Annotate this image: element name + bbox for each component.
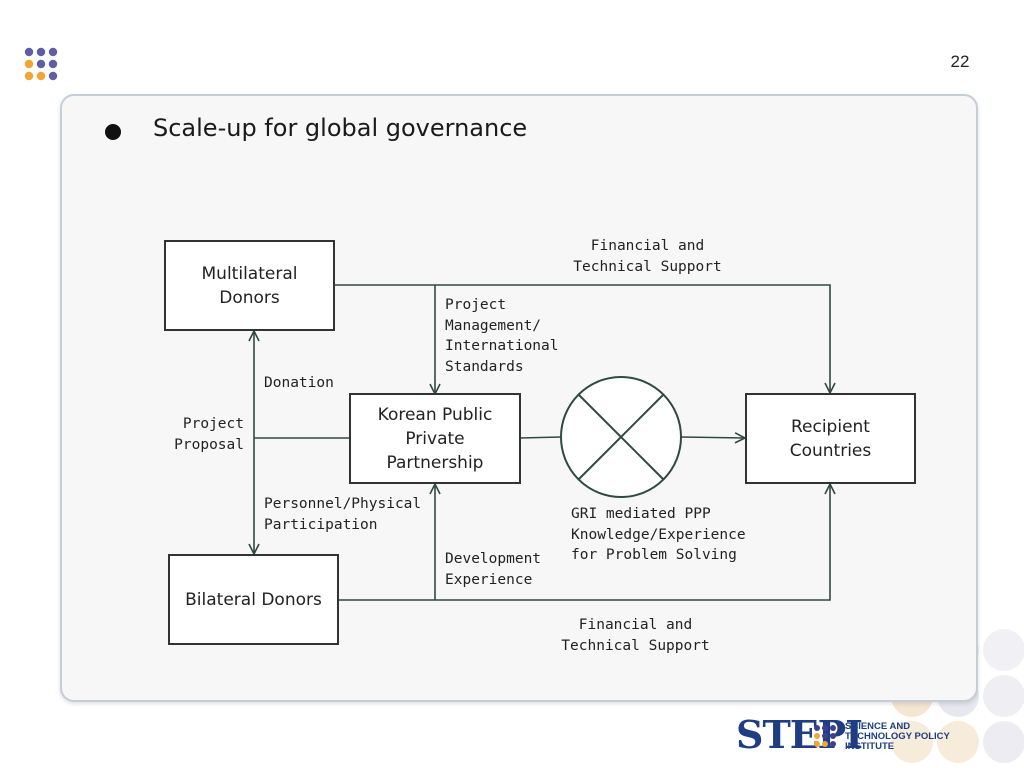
stepi-logo-word: STEPI xyxy=(736,712,863,757)
label-financial-technical-top: Financial and Technical Support xyxy=(573,238,722,275)
label-personnel-physical: Personnel/Physical Participation xyxy=(264,496,422,533)
edge-gri-to-recipient xyxy=(680,437,745,438)
label-financial-technical-bottom: Financial and Technical Support xyxy=(561,617,710,654)
edge-bilateral-to-recipient xyxy=(338,484,830,601)
node-multilateral-donors: Multilateral Donors xyxy=(164,240,335,331)
label-development-experience: Development Experience xyxy=(445,551,542,588)
node-korean-ppp: Korean Public Private Partnership xyxy=(349,393,521,484)
edge-multilateral-to-recipient xyxy=(334,284,830,393)
label-donation: Donation xyxy=(264,375,334,391)
edge-ppp-to-gri xyxy=(519,436,562,439)
corner-dots-logo xyxy=(24,47,58,81)
slide-title: Scale-up for global governance xyxy=(153,114,528,142)
bullet-icon xyxy=(105,124,121,140)
stepi-logo-dots xyxy=(814,725,836,747)
label-project-proposal: Project Proposal xyxy=(174,416,244,453)
stepi-logo-text: SCIENCE AND TECHNOLOGY POLICY INSTITUTE xyxy=(845,721,950,752)
label-project-management: Project Management/ International Standa… xyxy=(445,297,559,375)
label-gri-mediated: GRI mediated PPP Knowledge/Experience fo… xyxy=(571,506,746,563)
page-number: 22 xyxy=(950,52,970,71)
node-recipient-countries: Recipient Countries xyxy=(745,393,916,484)
node-bilateral-donors: Bilateral Donors xyxy=(168,554,339,645)
gri-crossed-circle-icon xyxy=(560,376,682,498)
